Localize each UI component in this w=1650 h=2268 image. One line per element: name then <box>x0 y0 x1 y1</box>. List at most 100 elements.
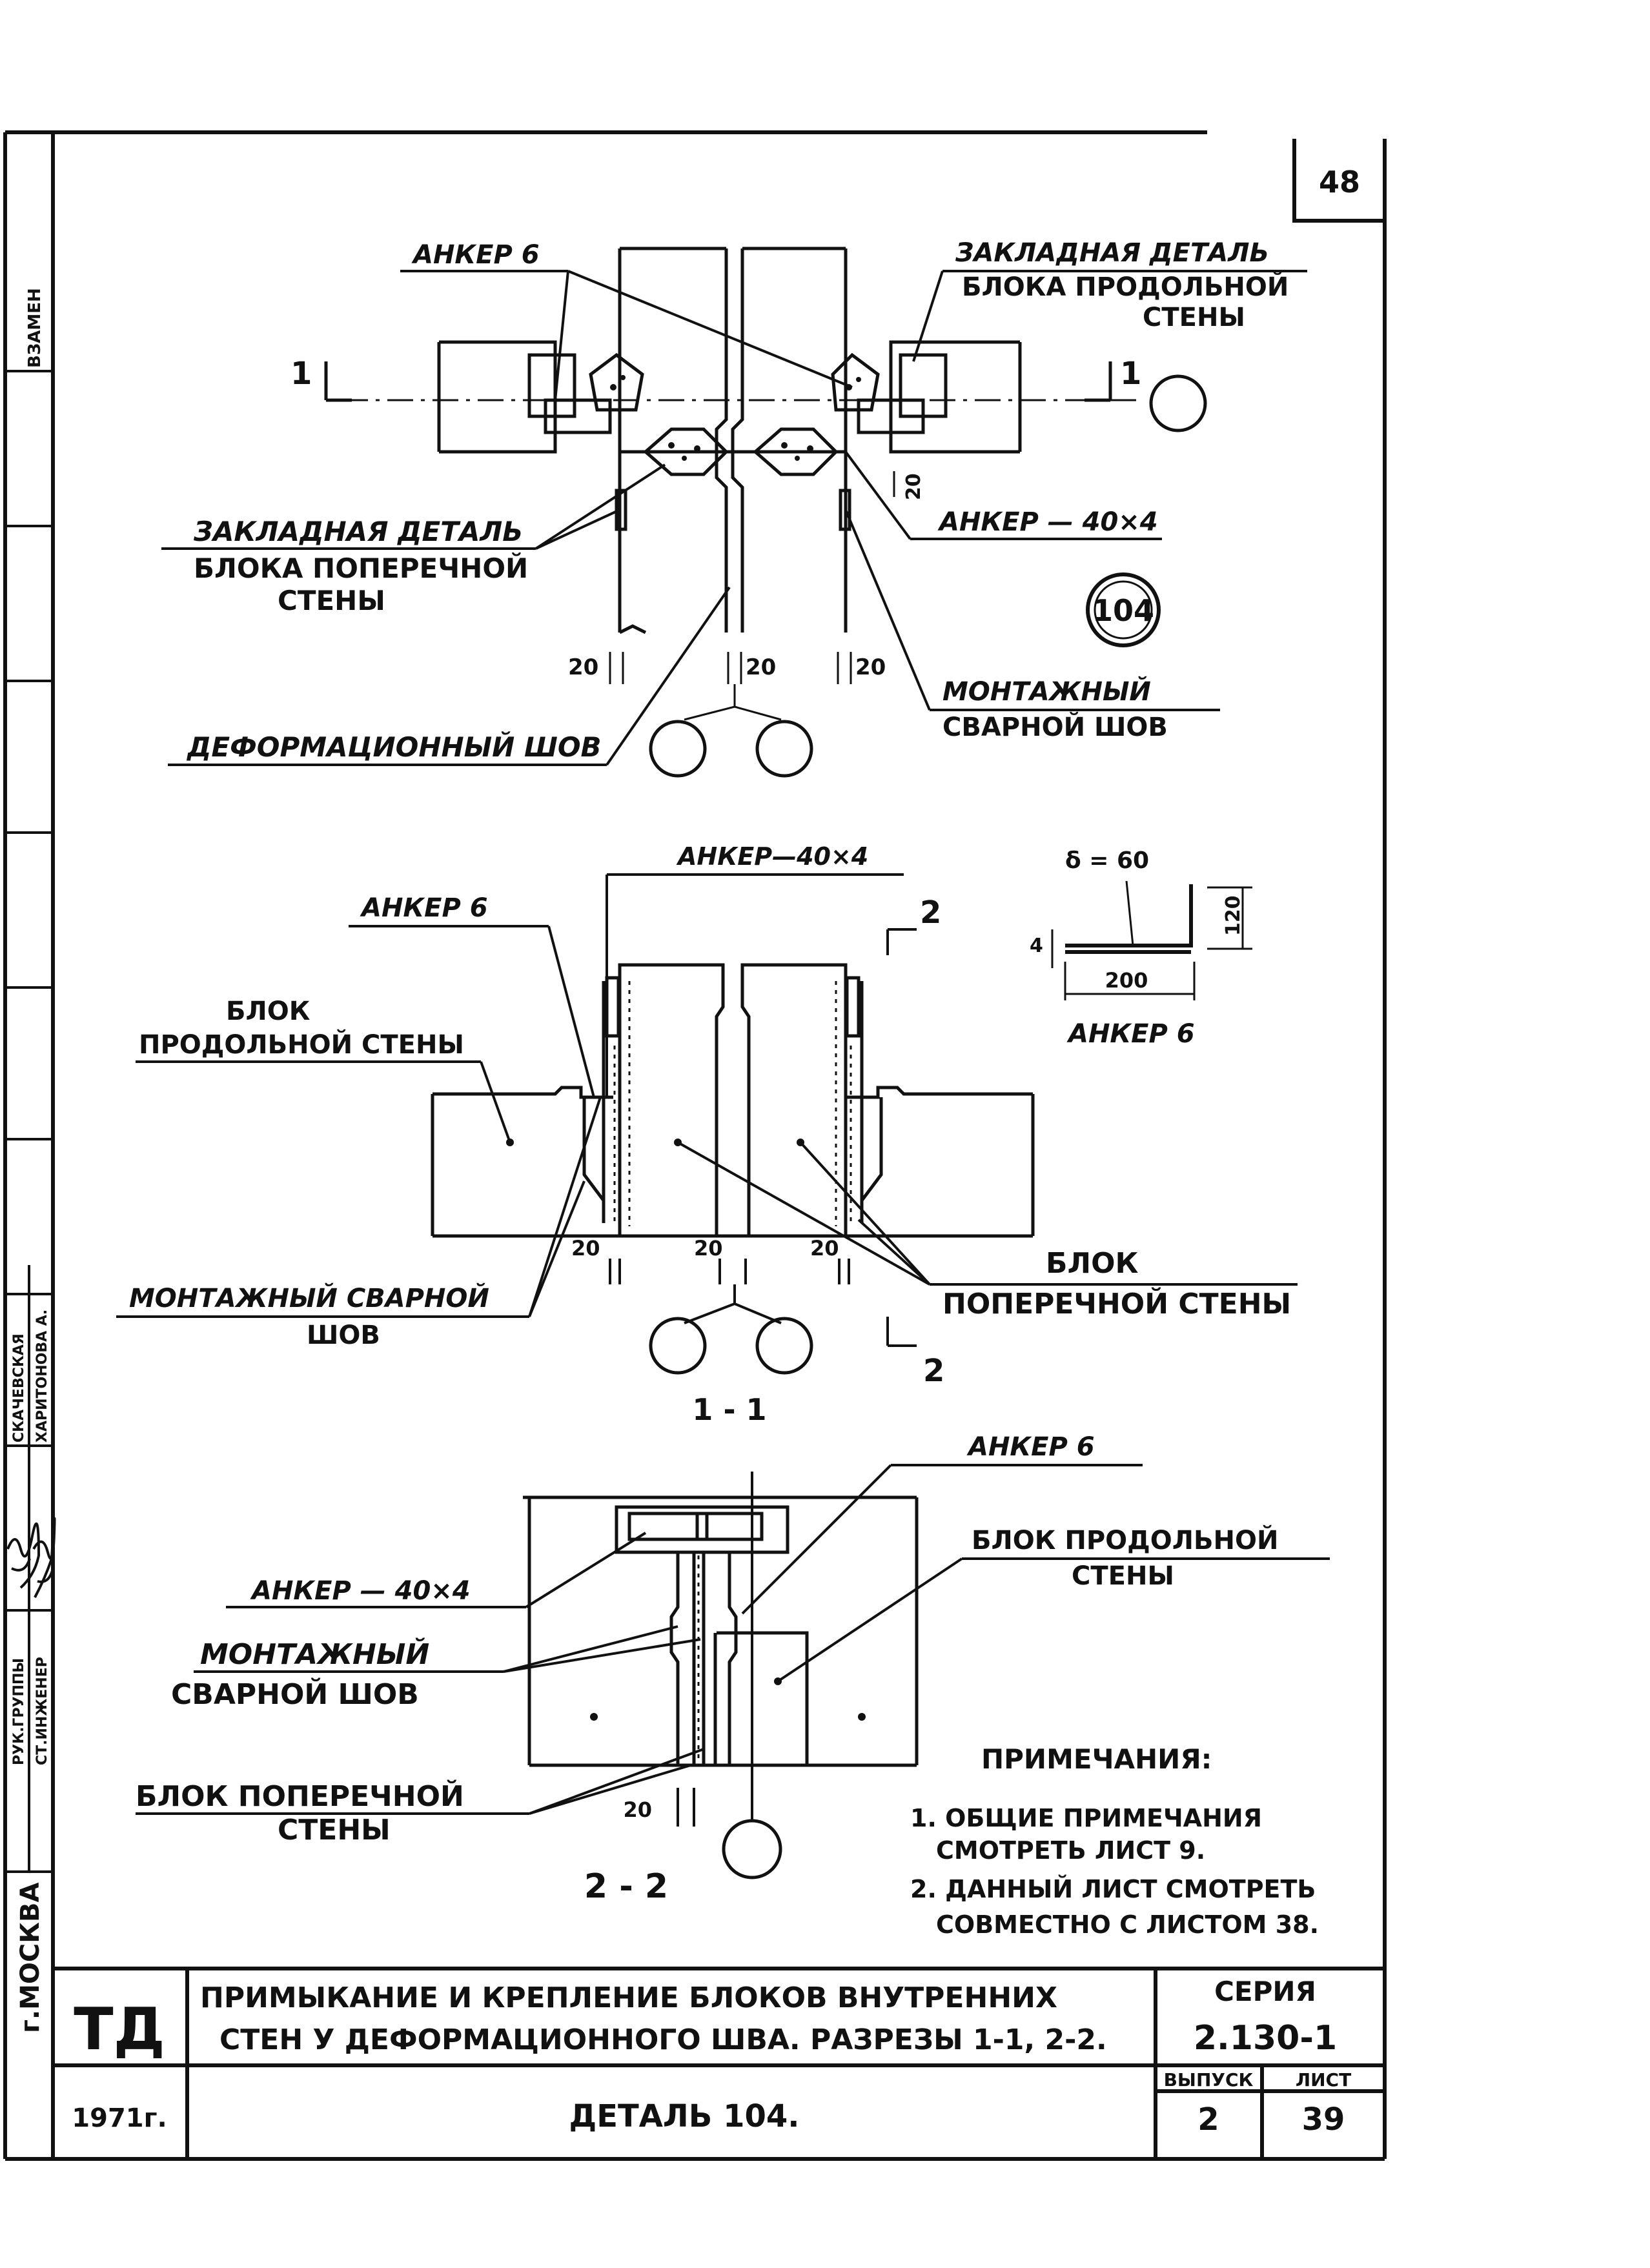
cut-mark-1-left-label: 1 <box>290 356 312 392</box>
stamp-city: г.МОСКВА <box>15 1883 45 2033</box>
d104-zakl-pop-2: БЛОКА ПОПЕРЕЧНОЙ <box>194 552 528 584</box>
seria-value: 2.130-1 <box>1194 2019 1337 2058</box>
detail-104-badge-inner <box>1094 580 1153 640</box>
cut-mark-1-left <box>324 361 352 402</box>
title-year: 1971г. <box>72 2103 167 2133</box>
s11-cut-mark-top: 2 <box>920 895 941 931</box>
title-org: ТД <box>74 1996 165 2063</box>
detail-104-plan <box>437 247 1022 634</box>
s11-leaders <box>116 873 1298 1347</box>
s22-anker-40: АНКЕР — 40×4 <box>250 1576 471 1606</box>
axis-circle-d104-left <box>649 720 707 778</box>
stamp-ruk-gruppy: РУК.ГРУППЫ <box>11 1658 27 1765</box>
s22-blok-pop-1: БЛОК ПОПЕРЕЧНОЙ <box>136 1779 464 1813</box>
d104-anker6: АНКЕР 6 <box>411 240 540 270</box>
d104-zakl-pop-3: СТЕНЫ <box>278 585 385 616</box>
s11-blok-pop-2: ПОПЕРЕЧНОЙ СТЕНЫ <box>942 1286 1291 1321</box>
note-2-b: СОВМЕСТНО С ЛИСТОМ 38. <box>936 1910 1319 1939</box>
signature-1 <box>6 1522 41 1589</box>
list-label: ЛИСТ <box>1296 2069 1351 2091</box>
note-1-a: 1. ОБЩИЕ ПРИМЕЧАНИЯ <box>910 1804 1262 1832</box>
list-value: 39 <box>1302 2101 1345 2138</box>
s11-montazh-2: ШОВ <box>307 1321 380 1350</box>
note-1-b: СМОТРЕТЬ ЛИСТ 9. <box>936 1836 1205 1865</box>
title-line-2: СТЕН У ДЕФОРМАЦИОННОГО ШВА. РАЗРЕЗЫ 1-1,… <box>219 2023 1107 2056</box>
s11-blok-pop-1: БЛОК <box>1046 1247 1138 1280</box>
vypusk-label: ВЫПУСК <box>1164 2069 1254 2091</box>
anchor-6-dim-120: 120 <box>1222 895 1245 936</box>
s22-blok-pop-2: СТЕНЫ <box>278 1814 391 1847</box>
d104-dim-20-a: 20 <box>568 654 598 680</box>
d104-zakl-pop-1: ЗАКЛАДНАЯ ДЕТАЛЬ <box>193 516 523 547</box>
stamp-vzamen: ВЗАМЕН <box>25 288 45 368</box>
detail-104-hatch <box>610 375 861 461</box>
d104-dims <box>609 471 895 721</box>
page-number: 48 <box>1319 165 1360 199</box>
s11-blok-prod-2: ПРОДОЛЬНОЙ СТЕНЫ <box>139 1029 464 1060</box>
s11-montazh-1: МОНТАЖНЫЙ СВАРНОЙ <box>129 1282 489 1313</box>
d104-dim-20-d: 20 <box>902 473 925 500</box>
d104-zakl-prod-3: СТЕНЫ <box>1143 303 1245 332</box>
s11-anker-40: АНКЕР—40×4 <box>676 842 868 871</box>
sheet-frame <box>3 130 1387 2161</box>
dot-blok-prod <box>506 1139 514 1146</box>
title-block-grid <box>53 1967 1385 2159</box>
axis-circle-s22 <box>722 1819 782 1879</box>
s11-hatch <box>613 981 852 1226</box>
note-2-a: 2. ДАННЫЙ ЛИСТ СМОТРЕТЬ <box>910 1875 1316 1903</box>
s22-blok-prod-1: БЛОК ПРОДОЛЬНОЙ <box>972 1524 1278 1555</box>
d104-zakl-prod-2: БЛОКА ПРОДОЛЬНОЙ <box>962 271 1288 302</box>
s22-anker6: АНКЕР 6 <box>966 1432 1095 1462</box>
notes-heading: ПРИМЕЧАНИЯ: <box>981 1743 1212 1775</box>
s22-blok-prod-2: СТЕНЫ <box>1072 1561 1174 1591</box>
s11-dim-20-b: 20 <box>694 1236 723 1261</box>
d104-dim-20-b: 20 <box>746 654 776 680</box>
s11-cut-mark-bottom: 2 <box>923 1353 944 1389</box>
anchor-6-dims <box>1051 880 1252 1000</box>
d104-anker-40: АНКЕР — 40×4 <box>937 507 1158 537</box>
seria-label: СЕРИЯ <box>1214 1976 1316 2007</box>
s11-title: 1 - 1 <box>692 1392 766 1427</box>
axis-circle-s11-right <box>755 1317 813 1375</box>
anchor-6-spec: δ = 60 <box>1065 847 1149 874</box>
d104-zakl-prod-1: ЗАКЛАДНАЯ ДЕТАЛЬ <box>955 238 1269 268</box>
s22-title: 2 - 2 <box>584 1867 668 1906</box>
detail-104-leaders <box>161 270 1307 766</box>
dot-blok-pop-2 <box>797 1139 804 1146</box>
s22-dot-2 <box>858 1713 866 1721</box>
s22-dim-20: 20 <box>623 1797 652 1822</box>
d104-montazh-2: СВАРНОЙ ШОВ <box>942 711 1168 742</box>
vypusk-value: 2 <box>1197 2101 1219 2138</box>
cut-mark-1-right-label: 1 <box>1120 356 1141 392</box>
stamp-kharitonova: ХАРИТОНОВА А. <box>34 1310 50 1443</box>
side-stamp-lines <box>5 370 53 1873</box>
detail-104-badge <box>1086 572 1161 647</box>
s22-dot-1 <box>590 1713 598 1721</box>
section-1-1 <box>431 963 1035 1238</box>
section-2-2 <box>523 1495 919 1767</box>
anchor-6-detail <box>1065 884 1193 954</box>
detail-104-number: 104 <box>1092 593 1154 628</box>
s22-montazh-2: СВАРНОЙ ШОВ <box>171 1677 419 1711</box>
s11-anker6: АНКЕР 6 <box>360 893 488 923</box>
anchor-6-caption: АНКЕР 6 <box>1066 1019 1195 1049</box>
s22-dot-3 <box>774 1677 782 1685</box>
axis-circle-s11-left <box>649 1317 707 1375</box>
s22-montazh-1: МОНТАЖНЫЙ <box>200 1637 429 1671</box>
s11-blok-prod-1: БЛОК <box>226 997 311 1026</box>
s22-leaders <box>136 1464 1330 1827</box>
stamp-skachevskaya: СКАЧЕВСКАЯ <box>11 1333 27 1443</box>
signature-2 <box>32 1517 56 1598</box>
axis-circle-top <box>1149 374 1207 432</box>
d104-dim-20-c: 20 <box>855 654 886 680</box>
s11-dim-20-a: 20 <box>571 1236 600 1261</box>
d104-montazh-1: МОНТАЖНЫЙ <box>942 676 1151 707</box>
title-detail: ДЕТАЛЬ 104. <box>569 2098 799 2134</box>
d104-deform: ДЕФОРМАЦИОННЫЙ ШОВ <box>186 731 602 763</box>
axis-circle-d104-right <box>755 720 813 778</box>
cut-mark-1-right <box>1085 361 1112 402</box>
anchor-6-dim-4: 4 <box>1030 935 1043 957</box>
anchor-6-dim-200: 200 <box>1105 968 1148 993</box>
stamp-st-inzhener: СТ.ИНЖЕНЕР <box>34 1657 50 1765</box>
